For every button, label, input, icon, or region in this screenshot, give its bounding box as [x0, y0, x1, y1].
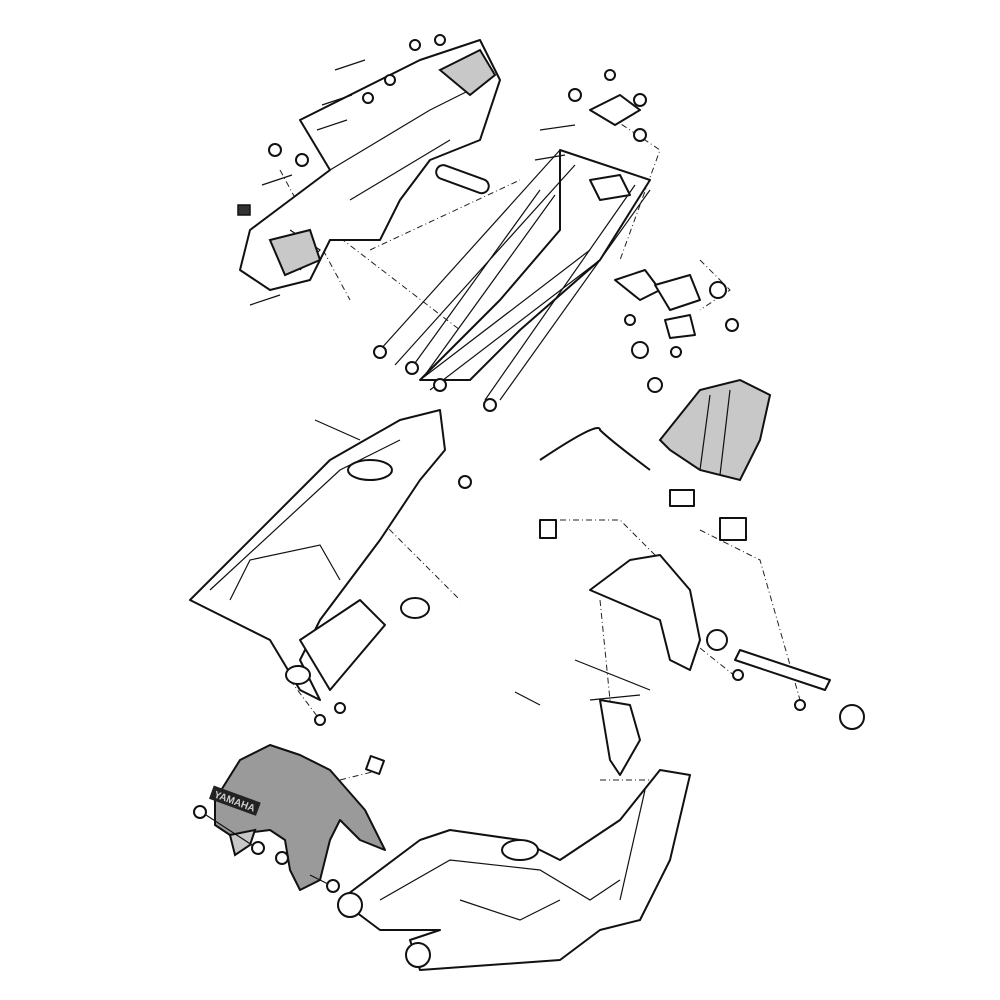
rear-frame	[373, 69, 651, 412]
label-sticker	[365, 755, 385, 775]
subframe-bolts	[237, 34, 446, 306]
license-plate-bracket	[514, 427, 865, 776]
frame-brackets	[614, 269, 739, 393]
collar-part	[435, 164, 490, 195]
rear-inner-fender	[189, 409, 472, 726]
seat-subframe-tray	[239, 39, 501, 291]
swingarm	[337, 769, 691, 971]
front-fender: YAMAHA	[193, 744, 386, 893]
tail-cowl	[658, 378, 772, 482]
